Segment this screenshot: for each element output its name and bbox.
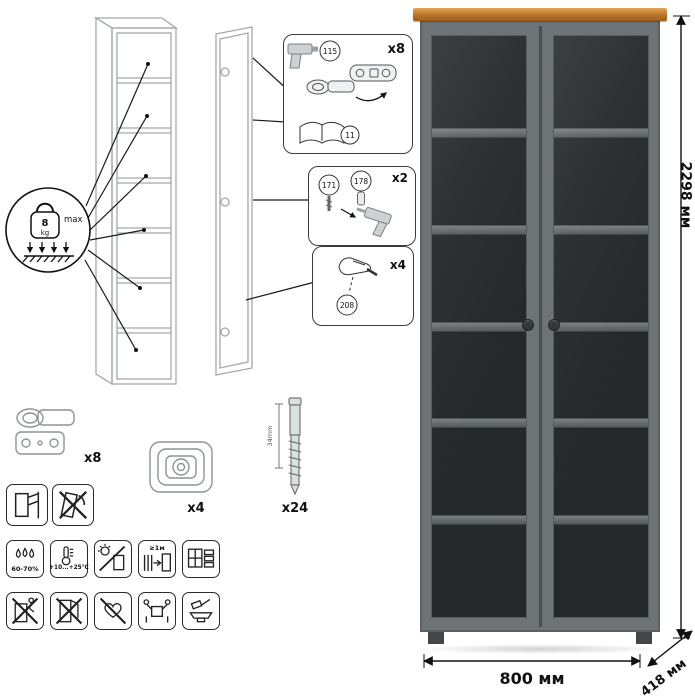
- wood-top-panel: [413, 8, 667, 21]
- screw-length-label: 34mm: [266, 426, 274, 447]
- cabinet-body: [420, 19, 660, 632]
- max-load-unit: kg: [41, 229, 50, 237]
- cabinet-door-left: [422, 26, 536, 627]
- care-icon-grid: 60-70% +10...+25°C ≥1м: [4, 484, 234, 644]
- wireframe-door: [215, 26, 253, 376]
- cam-part: 208: [340, 301, 355, 310]
- anchor-to-wall-icon: [6, 484, 48, 526]
- shelf-front: [432, 128, 526, 138]
- carry-with-two-icon: [138, 592, 176, 630]
- glass-panel-right: [553, 35, 649, 618]
- cabinet-foot-left: [428, 632, 444, 644]
- manual-book-icon: [299, 121, 345, 144]
- shelf-front: [554, 418, 648, 428]
- drill-icon: [287, 43, 318, 69]
- shelf-front: [554, 225, 648, 235]
- hand-turning-icon: [338, 257, 378, 277]
- glass-panel-left: [431, 35, 527, 618]
- indoor-use-icon: [182, 540, 220, 578]
- max-load-symbol: 8 kg max: [5, 187, 91, 273]
- humidity-label: 60-70%: [11, 564, 39, 573]
- floor-shadow: [414, 644, 666, 654]
- manual-page-number: 11: [345, 131, 355, 140]
- screws-qty-label: x24: [282, 501, 308, 516]
- door-gap: [538, 26, 542, 627]
- fastener-part-b: 178: [354, 177, 369, 186]
- tip-over-warning-icon: [52, 484, 94, 526]
- shelf-front: [432, 225, 526, 235]
- hinge-screw-part: 115: [323, 47, 338, 56]
- cabinet-foot-right: [636, 632, 652, 644]
- max-load-qualifier: max: [64, 215, 83, 225]
- shelf-front: [554, 128, 648, 138]
- hinge-hardware-drawing: x8: [15, 408, 101, 466]
- fastener-part-a: 171: [322, 181, 337, 190]
- temperature-label: +10...+25°C: [49, 565, 89, 572]
- foot-hardware-drawing: x4: [149, 441, 213, 516]
- no-impact-icon: [182, 592, 220, 630]
- callout-lines: [84, 57, 316, 352]
- shelf-front: [554, 322, 648, 331]
- temperature-icon: +10...+25°C: [49, 540, 89, 578]
- screwdriver-icon: [356, 207, 392, 238]
- min-distance-label: ≥1м: [149, 543, 165, 552]
- no-climbing-icon: [6, 592, 44, 630]
- door-knob-left: [522, 319, 534, 331]
- width-dimension: 800 мм: [499, 669, 564, 688]
- no-hanging-on-doors-icon: [50, 592, 88, 630]
- cabinet-door-right: [544, 26, 658, 627]
- no-direct-sunlight-icon: [94, 540, 132, 578]
- feet-qty-label: x4: [187, 501, 204, 516]
- hinge-install-callout: x8 115 11: [283, 34, 413, 154]
- screw-hardware-drawing: 34mm x24: [266, 397, 308, 516]
- fastener-callout: x2 171 178: [308, 166, 416, 246]
- cam-lock-callout: x4 208: [312, 246, 414, 326]
- hinge-callout-qty: x8: [388, 42, 405, 57]
- cabinet-render: [413, 8, 667, 644]
- cam-callout-qty: x4: [390, 258, 406, 272]
- hinges-qty-label: x8: [84, 451, 101, 466]
- shelf-front: [432, 322, 526, 331]
- humidity-icon: 60-70%: [6, 540, 44, 578]
- door-knob-right: [548, 319, 560, 331]
- shelf-front: [432, 418, 526, 428]
- shelf-front: [432, 515, 526, 525]
- care-warning-icon: [94, 592, 132, 630]
- wireframe-cabinet: [93, 16, 179, 386]
- heat-distance-icon: ≥1м: [138, 540, 176, 578]
- max-load-value: 8: [42, 218, 49, 229]
- depth-dimension: 418 мм: [638, 656, 689, 700]
- height-dimension: 2298 мм: [678, 162, 694, 229]
- shelf-front: [554, 515, 648, 525]
- fastener-callout-qty: x2: [392, 171, 408, 185]
